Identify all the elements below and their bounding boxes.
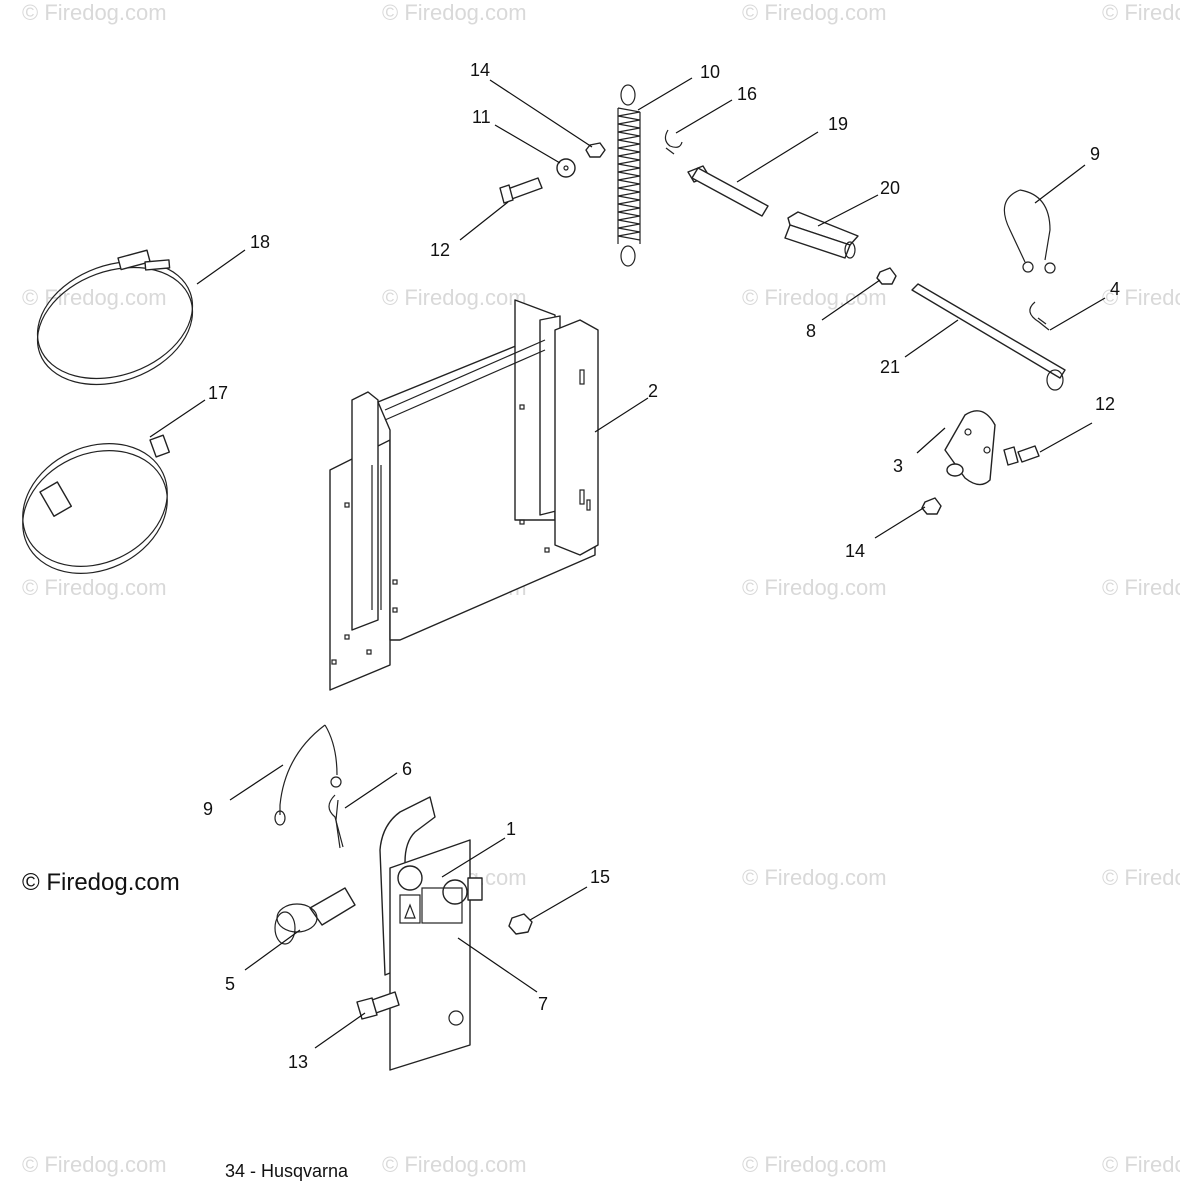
callout-12: 12 [1095, 394, 1115, 414]
callout-21: 21 [880, 357, 900, 377]
page-label: 34 - Husqvarna [225, 1161, 349, 1181]
part-17-hose-clamp [22, 434, 171, 574]
callout-18: 18 [250, 232, 270, 252]
part-20-spacer [784, 211, 859, 259]
part-19-l-pin [687, 165, 769, 217]
callout-5: 5 [225, 974, 235, 994]
watermark-text: © Firedog.com [382, 0, 527, 25]
part-9-lanyard [274, 724, 342, 826]
callout-17: 17 [208, 383, 228, 403]
watermark-text: © Firedog.com [742, 285, 887, 310]
copyright-mark: © Firedog.com [22, 869, 180, 896]
part-12-bolt [1003, 445, 1040, 466]
part-9-lanyard [1003, 189, 1056, 274]
watermark-layer: © Firedog.com © Firedog.com © Firedog.co… [22, 0, 1180, 1177]
watermark-text: © Firedog.com [742, 575, 887, 600]
callout-2: 2 [648, 381, 658, 401]
callout-11: 11 [472, 107, 491, 127]
callout-4: 4 [1110, 279, 1120, 299]
part-14-nut [921, 497, 942, 515]
callout-1: 1 [506, 819, 516, 839]
callout-6: 6 [402, 759, 412, 779]
watermark-text: © Firedog.com [1102, 0, 1180, 25]
callout-14: 14 [845, 541, 865, 561]
callout-3: 3 [893, 456, 903, 476]
watermark-text: © Firedog.com [1102, 1152, 1180, 1177]
callout-15: 15 [590, 867, 610, 887]
callout-7: 7 [538, 994, 548, 1014]
callout-9: 9 [1090, 144, 1100, 164]
part-1-hitch-bracket [379, 796, 483, 1071]
watermark-text: © Firedog.com [742, 865, 887, 890]
part-21-rod [911, 283, 1066, 391]
part-6-hairpin [328, 794, 344, 849]
callout-14: 14 [470, 60, 490, 80]
part-10-spring [617, 84, 641, 267]
part-12-bolt [499, 177, 543, 204]
leader-lines [149, 77, 1106, 1049]
part-15-nut [508, 913, 533, 935]
part-13-bolt [356, 991, 400, 1020]
callout-8: 8 [806, 321, 816, 341]
callout-9: 9 [203, 799, 213, 819]
watermark-text: © Firedog.com [22, 1152, 167, 1177]
part-18-hose-clamp [36, 249, 194, 386]
part-8-nut [876, 267, 897, 285]
callout-20: 20 [880, 178, 900, 198]
part-16-clip [664, 129, 683, 155]
watermark-text: © Firedog.com [22, 575, 167, 600]
callout-labels: 14 10 16 11 12 19 20 9 8 4 21 18 17 2 3 … [203, 60, 1120, 1072]
callout-16: 16 [737, 84, 757, 104]
watermark-text: © Firedog.com [22, 0, 167, 25]
watermark-text: © Firedog.com [22, 285, 167, 310]
part-4-hairpin [1029, 301, 1050, 331]
callout-12: 12 [430, 240, 450, 260]
part-5-lock-pin [274, 887, 356, 945]
callout-10: 10 [700, 62, 720, 82]
watermark-text: © Firedog.com [382, 285, 527, 310]
watermark-text: © Firedog.com [1102, 865, 1180, 890]
watermark-text: © Firedog.com [1102, 575, 1180, 600]
part-11-washer [556, 158, 576, 178]
part-3-pivot-plate [944, 410, 996, 486]
watermark-text: © Firedog.com [742, 1152, 887, 1177]
watermark-text: © Firedog.com [1102, 285, 1180, 310]
part-2-mounting-plate [329, 299, 599, 691]
watermark-text: © Firedog.com [742, 0, 887, 25]
watermark-text: © Firedog.com [382, 1152, 527, 1177]
callout-13: 13 [288, 1052, 308, 1072]
callout-19: 19 [828, 114, 848, 134]
